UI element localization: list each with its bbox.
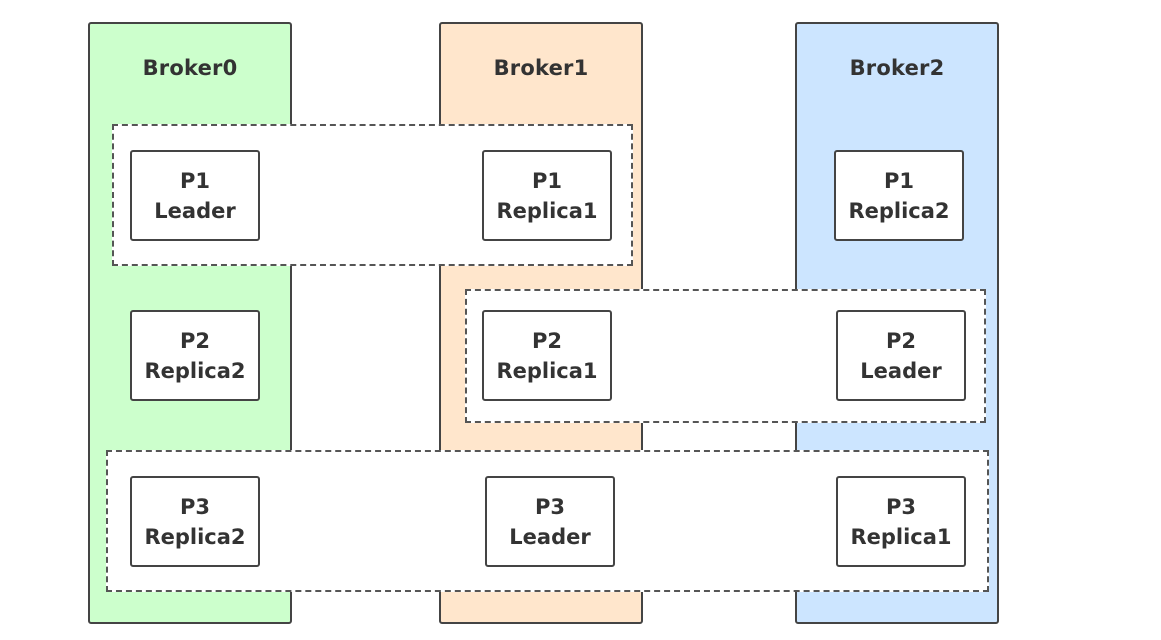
role-label: Replica2 (848, 198, 950, 223)
partition-label: P3 (534, 494, 565, 519)
role-label: Replica1 (850, 524, 952, 549)
p3-replica2-box: P3 Replica2 (130, 476, 260, 567)
role-label: Leader (154, 198, 236, 223)
role-label: Replica1 (496, 358, 598, 383)
p1-leader-box: P1 Leader (130, 150, 260, 241)
p3-replica1-box: P3 Replica1 (836, 476, 966, 567)
partition-label: P2 (531, 328, 562, 353)
partition-label: P1 (531, 168, 562, 193)
partition-label: P3 (885, 494, 916, 519)
partition-label: P3 (179, 494, 210, 519)
p2-replica2-box: P2 Replica2 (130, 310, 260, 401)
p2-replica1-box: P2 Replica1 (482, 310, 612, 401)
role-label: Replica2 (144, 358, 246, 383)
role-label: Leader (860, 358, 942, 383)
partition-label: P2 (179, 328, 210, 353)
role-label: Replica1 (496, 198, 598, 223)
role-label: Replica2 (144, 524, 246, 549)
p3-leader-box: P3 Leader (485, 476, 615, 567)
partition-label: P1 (179, 168, 210, 193)
broker-1-title: Broker1 (493, 56, 589, 80)
broker-0-title: Broker0 (142, 56, 238, 80)
broker-2-title: Broker2 (849, 56, 945, 80)
p1-replica1-box: P1 Replica1 (482, 150, 612, 241)
p2-leader-box: P2 Leader (836, 310, 966, 401)
partition-label: P1 (883, 168, 914, 193)
role-label: Leader (509, 524, 591, 549)
p1-replica2-box: P1 Replica2 (834, 150, 964, 241)
partition-label: P2 (885, 328, 916, 353)
